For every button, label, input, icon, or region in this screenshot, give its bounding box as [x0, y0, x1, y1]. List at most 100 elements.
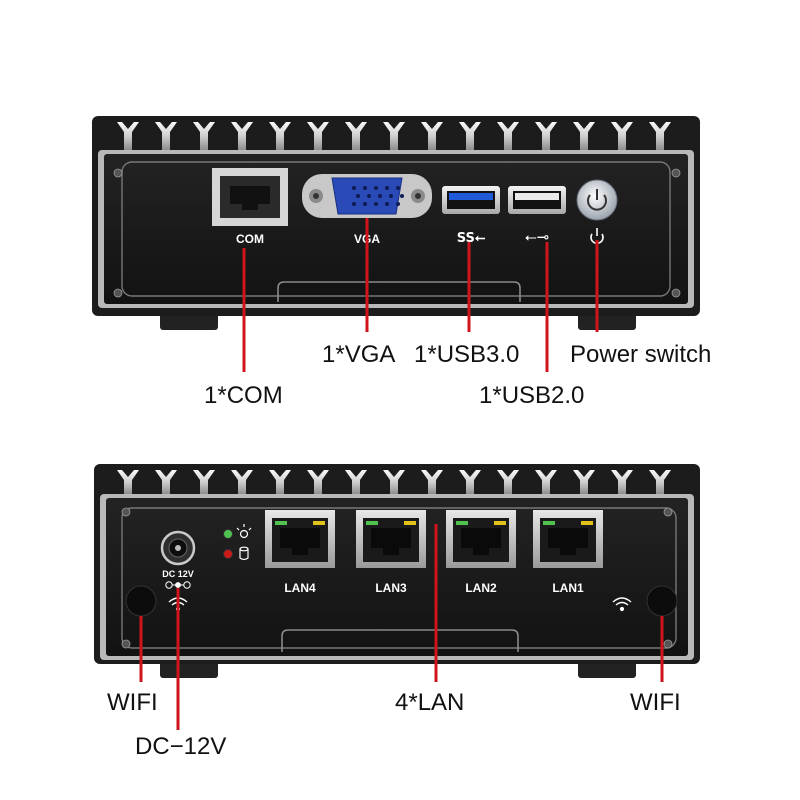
vga-pin	[396, 186, 400, 190]
vga-pin	[378, 194, 382, 198]
vga-pin	[363, 202, 367, 206]
heatsink-fin	[459, 122, 481, 150]
panel-slot	[277, 281, 521, 302]
activity-led	[313, 521, 325, 525]
bottom-device: DC 12V LAN4 LAN3 LAN2	[94, 464, 700, 730]
heatsink-fin	[497, 122, 519, 150]
dc-callout: DC−12V	[135, 733, 227, 760]
link-led	[543, 521, 555, 525]
lan3-label: LAN3	[375, 581, 407, 595]
heatsink-fin	[155, 122, 177, 150]
wifi-right-callout: WIFI	[630, 689, 681, 716]
com-port-label: COM	[236, 232, 264, 246]
dc-jack: DC 12V	[160, 530, 196, 589]
lan2-port	[446, 510, 516, 568]
power-button	[576, 179, 618, 245]
lan-callout: 4*LAN	[395, 689, 465, 716]
panel-slot	[281, 629, 519, 652]
heatsink-fin	[345, 470, 367, 494]
vga-pin	[352, 202, 356, 206]
vga-pin	[385, 186, 389, 190]
com-callout: 1*COM	[204, 382, 283, 409]
heatsink-fin	[573, 122, 595, 150]
foot-left	[160, 660, 218, 678]
usb-icon: ⭠⊸	[525, 228, 550, 246]
heatsink-fin	[155, 470, 177, 494]
vga-pin	[396, 202, 400, 206]
foot-right	[578, 660, 636, 678]
power-switch-callout: Power switch	[570, 341, 712, 368]
vga-pin	[374, 186, 378, 190]
heatsink-fin	[193, 470, 215, 494]
dc-voltage-label: DC 12V	[162, 569, 194, 579]
heatsink-fin	[307, 470, 329, 494]
heatsink-fin	[117, 470, 139, 494]
screws	[121, 507, 673, 649]
vga-callout: 1*VGA	[322, 341, 396, 368]
callout-lines-top	[242, 218, 599, 372]
heatsink-fin	[383, 470, 405, 494]
vga-pin	[389, 194, 393, 198]
heatsink-fins	[117, 470, 671, 494]
heatsink-fin	[269, 122, 291, 150]
heatsink-fin	[421, 470, 443, 494]
heatsink-fin	[193, 122, 215, 150]
rj45-socket	[371, 528, 411, 555]
usb2-callout: 1*USB2.0	[479, 382, 585, 409]
com-port: COM	[212, 168, 288, 246]
heatsink-fin	[421, 122, 443, 150]
vga-pin	[385, 202, 389, 206]
heatsink-fin	[497, 470, 519, 494]
rj45-socket	[548, 528, 588, 555]
heatsink-fin	[611, 122, 633, 150]
polarity-icon	[165, 581, 191, 589]
lan4-label: LAN4	[284, 581, 316, 595]
power-led-icon	[236, 524, 252, 539]
lan1-label: LAN1	[552, 581, 584, 595]
vga-port: VGA	[302, 174, 432, 246]
heatsink-fin	[535, 122, 557, 150]
vga-pin	[363, 186, 367, 190]
wifi-left-callout: WIFI	[107, 689, 158, 716]
heatsink-fin	[307, 122, 329, 150]
heatsink-fin	[535, 470, 557, 494]
heatsink-fin	[231, 122, 253, 150]
wifi-antenna-left	[125, 585, 157, 617]
screws	[113, 168, 681, 298]
usb2-port: ⭠⊸	[508, 186, 566, 246]
heatsink-fin	[573, 470, 595, 494]
lan2-label: LAN2	[465, 581, 497, 595]
hdd-led-icon	[239, 546, 249, 561]
wifi-antenna-right	[646, 585, 678, 617]
wifi-icon	[612, 597, 632, 612]
rj45-socket	[280, 528, 320, 555]
lan1-port	[533, 510, 603, 568]
panel-outline	[121, 507, 677, 649]
lan3-port	[356, 510, 426, 568]
foot-left	[160, 312, 218, 330]
vga-pin	[352, 186, 356, 190]
status-leds	[223, 524, 252, 561]
heatsink-fin	[459, 470, 481, 494]
rj45-socket	[461, 528, 501, 555]
usb3-port: SS⭠	[442, 186, 500, 246]
activity-led	[494, 521, 506, 525]
vga-pin	[367, 194, 371, 198]
heatsink-fin	[649, 470, 671, 494]
activity-led	[581, 521, 593, 525]
vga-pin	[400, 194, 404, 198]
link-led	[456, 521, 468, 525]
heatsink-fins	[117, 122, 671, 150]
vga-pin	[356, 194, 360, 198]
heatsink-fin	[231, 470, 253, 494]
activity-led	[404, 521, 416, 525]
usb3-callout: 1*USB3.0	[414, 341, 520, 368]
link-led	[275, 521, 287, 525]
heatsink-fin	[345, 122, 367, 150]
link-led	[366, 521, 378, 525]
heatsink-fin	[117, 122, 139, 150]
callout-lines-bottom	[139, 524, 664, 730]
lan4-port	[265, 510, 335, 568]
panel-outline	[121, 161, 671, 297]
